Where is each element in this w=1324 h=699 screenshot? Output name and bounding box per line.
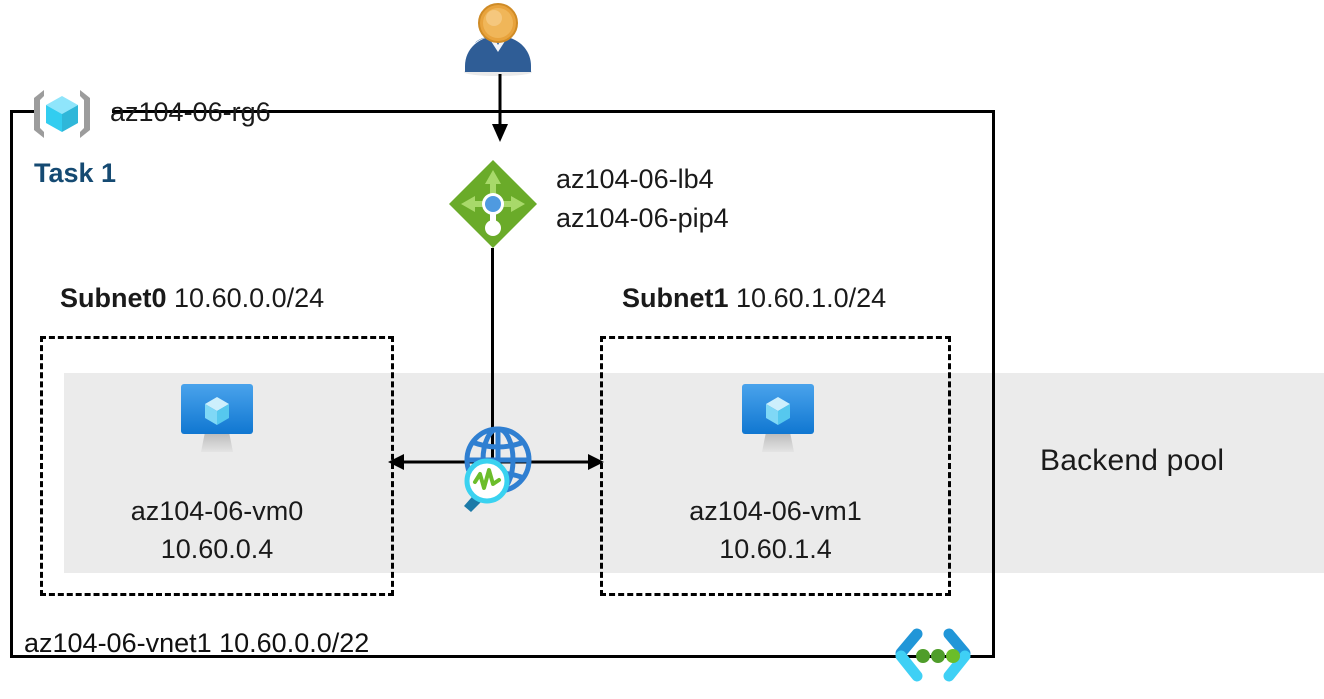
subnet-1-boundary bbox=[600, 336, 951, 596]
connector-load-balancer-to-backend bbox=[491, 248, 494, 460]
subnet-0-name: Subnet0 bbox=[60, 283, 167, 313]
virtual-machine-icon bbox=[738, 382, 818, 456]
virtual-machine-icon bbox=[177, 382, 257, 456]
subnet-1-cidr: 10.60.1.0/24 bbox=[736, 283, 887, 313]
network-watcher-icon bbox=[444, 418, 540, 514]
vm-1-ip: 10.60.1.4 bbox=[719, 534, 832, 564]
subnet-1-name: Subnet1 bbox=[622, 283, 729, 313]
resource-group-border-left bbox=[10, 110, 13, 658]
subnet-0-cidr: 10.60.0.0/24 bbox=[174, 283, 325, 313]
subnet-1-title: Subnet1 10.60.1.0/24 bbox=[622, 283, 886, 314]
backend-pool-label: Backend pool bbox=[1040, 444, 1225, 477]
vm-0-name: az104-06-vm0 bbox=[130, 496, 304, 526]
virtual-network-icon bbox=[893, 626, 973, 688]
resource-group-border-bottom bbox=[10, 655, 995, 658]
backend-pool-band bbox=[64, 373, 1324, 573]
arrow-user-to-load-balancer bbox=[480, 74, 520, 144]
resource-group-border-top bbox=[112, 110, 995, 113]
resource-group-name: az104-06-rg6 bbox=[110, 97, 271, 127]
load-balancer-name: az104-06-lb4 bbox=[556, 164, 714, 194]
resource-group-border-right bbox=[992, 110, 995, 658]
resource-group-icon bbox=[30, 88, 94, 140]
user-icon bbox=[459, 2, 537, 76]
public-ip-name: az104-06-pip4 bbox=[556, 203, 729, 233]
vm-0-ip: 10.60.0.4 bbox=[160, 534, 274, 564]
resource-group-border-top-left-stub bbox=[10, 110, 34, 113]
subnet-0-boundary bbox=[40, 336, 394, 596]
task-1-label: Task 1 bbox=[34, 158, 117, 188]
vm-1-name: az104-06-vm1 bbox=[689, 496, 862, 526]
vnet-label: az104-06-vnet1 10.60.0.0/22 bbox=[24, 628, 370, 658]
subnet-0-title: Subnet0 10.60.0.0/24 bbox=[60, 283, 324, 314]
load-balancer-icon bbox=[447, 158, 539, 250]
